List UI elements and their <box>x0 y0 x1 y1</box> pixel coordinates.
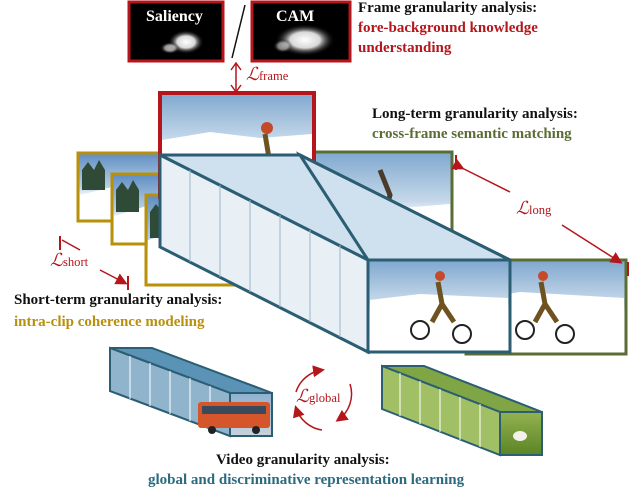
cam-label: CAM <box>276 8 315 25</box>
frame-loss-label: ℒframe <box>246 64 289 84</box>
short-loss-arrows <box>59 236 129 290</box>
frame-title: Frame granularity analysis: <box>358 0 538 16</box>
short-loss-label: ℒshort <box>50 250 89 270</box>
cam-map-box <box>250 0 352 63</box>
global-loss-cycle <box>293 365 353 431</box>
grass-video-cube <box>381 364 543 457</box>
slash-divider <box>231 4 246 59</box>
long-loss-arrows <box>451 155 629 276</box>
video-title: Video granularity analysis: <box>216 452 390 468</box>
short-subtitle: intra-clip coherence modeling <box>14 314 205 330</box>
bus-video-cube <box>109 346 273 438</box>
global-loss-label: ℒglobal <box>296 386 341 406</box>
video-clip-cube <box>158 151 512 355</box>
frame-subtitle-line1: fore-background knowledge <box>358 20 538 36</box>
frame-loss-arrow <box>230 61 242 94</box>
video-subtitle: global and discriminative representation… <box>148 472 465 488</box>
long-subtitle: cross-frame semantic matching <box>372 126 572 142</box>
short-title: Short-term granularity analysis: <box>14 292 223 308</box>
long-loss-label: ℒlong <box>516 198 552 218</box>
frame-subtitle-line2: understanding <box>358 40 452 56</box>
saliency-map-box <box>127 0 225 63</box>
long-title: Long-term granularity analysis: <box>372 106 578 122</box>
saliency-label: Saliency <box>146 8 203 25</box>
